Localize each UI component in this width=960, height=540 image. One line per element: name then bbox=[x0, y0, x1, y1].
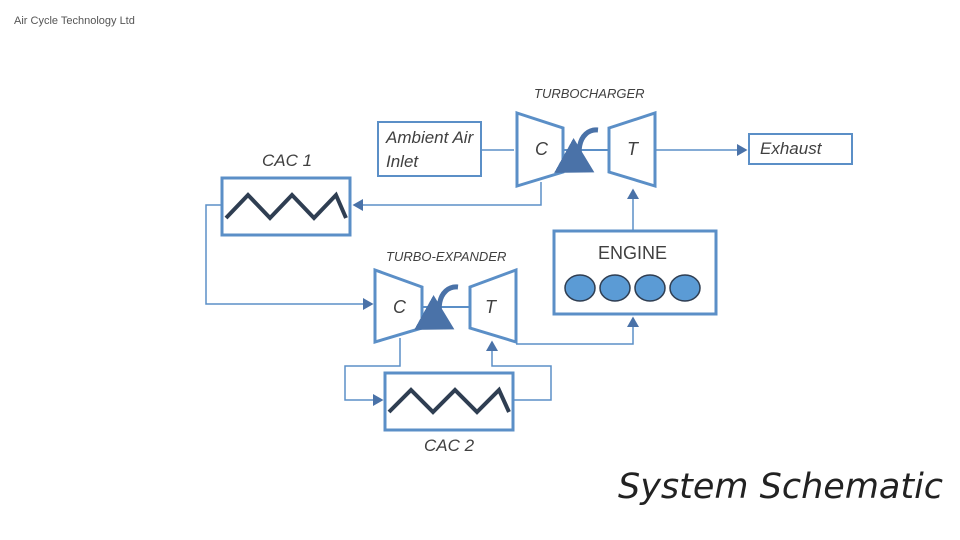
turbo-expander-compressor-letter: C bbox=[393, 297, 406, 317]
turbocharger-turbine-letter: T bbox=[627, 139, 638, 159]
company-name: Air Cycle Technology Ltd bbox=[14, 15, 135, 27]
engine-cylinder bbox=[669, 274, 701, 302]
turbo-expander-turbine-shape bbox=[468, 267, 518, 345]
turbocharger-rotation-icon bbox=[554, 127, 599, 173]
ambient-air-inlet-label: Ambient Air Inlet bbox=[386, 128, 474, 171]
turbocharger-compressor-letter: C bbox=[535, 139, 548, 159]
engine-block bbox=[552, 229, 718, 316]
turbocharger-label: TURBOCHARGER bbox=[534, 86, 645, 101]
turbocharger-turbine-shape bbox=[607, 110, 657, 189]
flow-lines bbox=[205, 144, 748, 406]
page-title: System Schematic bbox=[618, 467, 944, 507]
exhaust-label: Exhaust bbox=[760, 139, 822, 158]
turbo-expander-turbine-letter: T bbox=[485, 297, 496, 317]
turbo-expander-rotation-icon bbox=[414, 284, 459, 330]
engine-cylinder bbox=[634, 274, 666, 302]
cac2-label: CAC 2 bbox=[424, 436, 475, 455]
ambient-air-inlet-box bbox=[377, 121, 482, 177]
turbo-expander-label: TURBO-EXPANDER bbox=[386, 249, 507, 264]
engine-cylinder bbox=[599, 274, 631, 302]
engine-label: ENGINE bbox=[598, 243, 668, 263]
exhaust-box bbox=[748, 133, 853, 165]
cac1-label: CAC 1 bbox=[262, 151, 313, 170]
engine-cylinder bbox=[564, 274, 596, 302]
cac1-exchanger bbox=[220, 176, 352, 237]
cac2-exchanger bbox=[383, 371, 515, 432]
